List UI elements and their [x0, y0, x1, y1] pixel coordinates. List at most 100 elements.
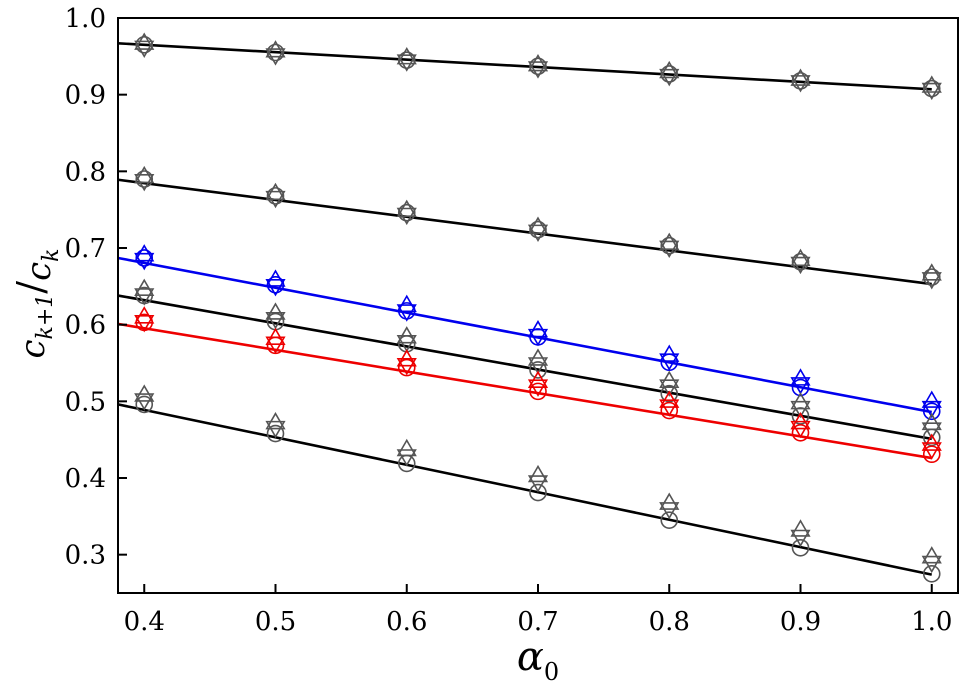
triangle-down-point [790, 400, 811, 419]
triangle-down-point [396, 449, 417, 467]
triangle-down-point [790, 377, 811, 395]
circle-point [397, 358, 416, 377]
circle-point [791, 72, 810, 90]
circle-point [529, 220, 547, 239]
triangle-down-point [527, 61, 549, 79]
series-4 [117, 306, 942, 464]
triangle-up-point [396, 47, 417, 65]
triangle-up-point [921, 412, 942, 431]
plot-marks [117, 32, 942, 583]
triangle-down-point [659, 502, 680, 520]
series-2 [117, 244, 942, 421]
circle-point [266, 424, 285, 443]
triangle-down-point [265, 420, 286, 439]
y-axis-title: ck+1/ck [9, 248, 64, 358]
triangle-down-point [396, 334, 417, 353]
circle-point [660, 65, 679, 83]
triangle-down-point [265, 190, 286, 209]
triangle-down-point [790, 529, 811, 548]
triangle-down-point [265, 278, 286, 297]
x-tick-label: 0.7 [517, 607, 558, 637]
triangle-down-point [790, 256, 811, 275]
y-axis-slash: / [9, 281, 53, 294]
circle-point [922, 445, 941, 464]
x-axis-subscript: 0 [544, 658, 559, 686]
circle-point [791, 423, 810, 442]
y-tick-label: 0.8 [65, 157, 106, 187]
triangle-down-point [396, 54, 417, 72]
y-tick-label: 0.6 [65, 311, 106, 341]
x-axis-symbol: α [517, 634, 544, 680]
fit-line [117, 256, 932, 414]
triangle-down-point [659, 379, 680, 397]
y-tick-label: 0.5 [65, 387, 106, 417]
triangle-up-point [527, 464, 549, 483]
triangle-down-point [134, 252, 155, 271]
circle-point [529, 382, 547, 401]
y-axis-denominator-subscript: k [39, 248, 64, 261]
triangle-up-point [134, 278, 155, 296]
series-1 [117, 165, 942, 290]
x-tick-label: 0.9 [780, 607, 821, 637]
triangle-down-point [527, 357, 549, 375]
triangle-down-point [921, 82, 942, 101]
circle-point [791, 538, 810, 557]
circle-point [397, 203, 416, 222]
triangle-down-point [396, 207, 417, 226]
triangle-down-point [265, 48, 286, 66]
circle-point [266, 43, 285, 62]
fit-line [117, 403, 933, 576]
triangle-down-point [527, 475, 549, 493]
triangle-up-point [790, 519, 811, 537]
y-tick-label: 0.4 [65, 464, 106, 494]
triangle-up-point [921, 546, 942, 564]
circle-point [660, 511, 679, 529]
triangle-up-point [659, 492, 680, 510]
triangle-up-point [396, 438, 417, 457]
triangle-down-point [134, 393, 155, 411]
circle-point [791, 378, 810, 397]
fit-line [117, 294, 932, 441]
circle-point [266, 187, 285, 205]
circle-point [529, 361, 547, 379]
triangle-down-point [134, 40, 155, 58]
triangle-down-point [659, 240, 680, 259]
triangle-down-point [921, 442, 942, 460]
circle-point [397, 51, 416, 69]
y-axis-numerator-subscript: k+1 [33, 294, 58, 340]
triangle-down-point [134, 288, 155, 306]
y-tick-label: 0.9 [65, 81, 106, 111]
series-0 [117, 32, 942, 101]
triangle-down-point [659, 68, 680, 87]
triangle-down-point [921, 555, 942, 574]
circle-point [791, 252, 810, 271]
triangle-down-point [527, 328, 549, 347]
triangle-up-point [396, 294, 417, 313]
y-axis-denominator: c [19, 262, 59, 281]
triangle-up-point [790, 68, 811, 86]
y-axis-numerator: c [13, 339, 53, 358]
triangle-down-point [527, 224, 549, 242]
y-tick-label: 0.3 [65, 541, 106, 571]
triangle-down-point [396, 304, 417, 322]
circle-point [135, 395, 154, 414]
plot-frame [117, 17, 959, 594]
triangle-down-point [921, 422, 942, 440]
fit-line [117, 42, 932, 91]
triangle-down-point [921, 272, 942, 290]
x-axis-title: α0 [517, 634, 559, 686]
circle-point [922, 402, 941, 421]
fit-line [117, 178, 932, 286]
triangle-up-point [265, 302, 286, 320]
circle-point [529, 483, 547, 502]
triangle-down-point [659, 399, 680, 417]
triangle-down-point [396, 357, 417, 376]
circle-point [135, 36, 154, 54]
circle-point [922, 565, 941, 583]
circle-point [660, 401, 679, 420]
triangle-down-point [265, 336, 286, 354]
y-tick-label: 1.0 [65, 4, 106, 34]
x-tick-label: 0.6 [386, 607, 427, 637]
